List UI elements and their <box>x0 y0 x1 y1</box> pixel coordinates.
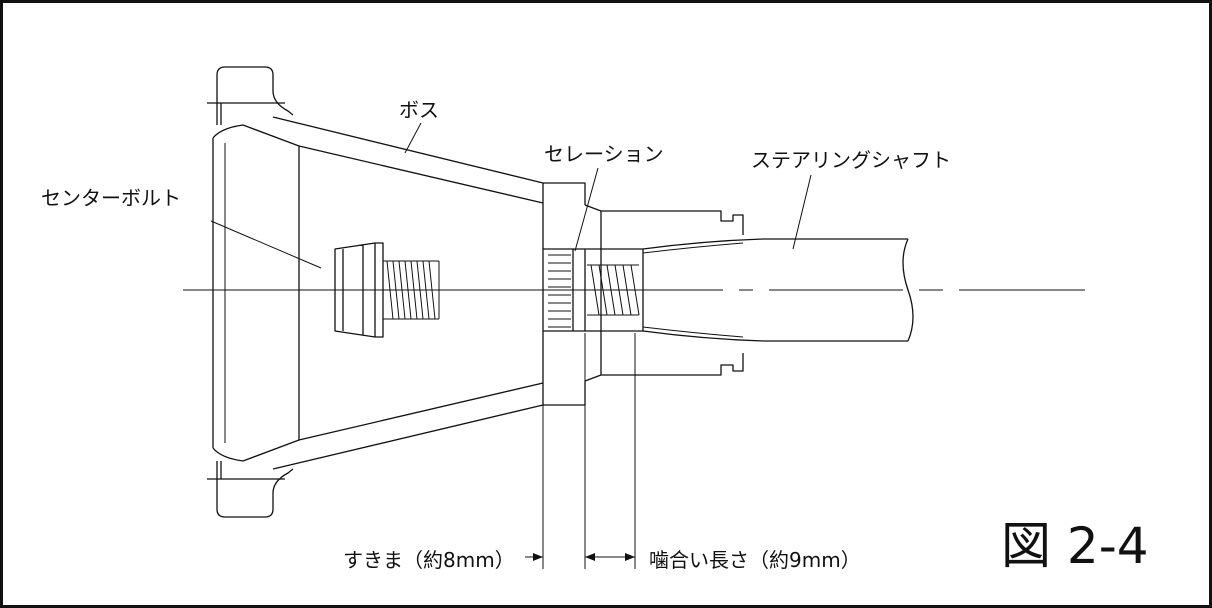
serration <box>543 248 586 332</box>
dimension-extension-lines <box>542 333 636 569</box>
label-serration: セレーション <box>544 142 664 166</box>
label-clearance: すきま（約8mm） <box>343 548 515 572</box>
leader-boss <box>404 122 422 154</box>
steering-shaft-body <box>585 238 914 342</box>
shaft-thread <box>587 264 640 316</box>
boss-flange <box>212 124 300 462</box>
label-center-bolt: センターボルト <box>41 186 181 210</box>
boss-top-ear <box>207 66 294 125</box>
center-bolt-thread <box>383 260 440 320</box>
center-bolt-head <box>334 242 384 338</box>
leader-shaft <box>792 174 812 250</box>
leader-bolt <box>210 220 322 269</box>
boss-bottom-ear <box>207 461 294 518</box>
label-steering-shaft: ステアリングシャフト <box>751 148 951 172</box>
hub-step <box>584 204 744 382</box>
steering-boss-diagram: ボス セレーション ステアリングシャフト センターボルト すきま（約8mm） 噛… <box>41 66 1149 575</box>
boss-cone <box>272 116 586 470</box>
leader-serration <box>574 167 599 252</box>
label-engagement-length: 噛合い長さ（約9mm） <box>649 548 861 572</box>
figure-number: 図 2-4 <box>1001 517 1149 575</box>
label-boss: ボス <box>399 98 439 122</box>
